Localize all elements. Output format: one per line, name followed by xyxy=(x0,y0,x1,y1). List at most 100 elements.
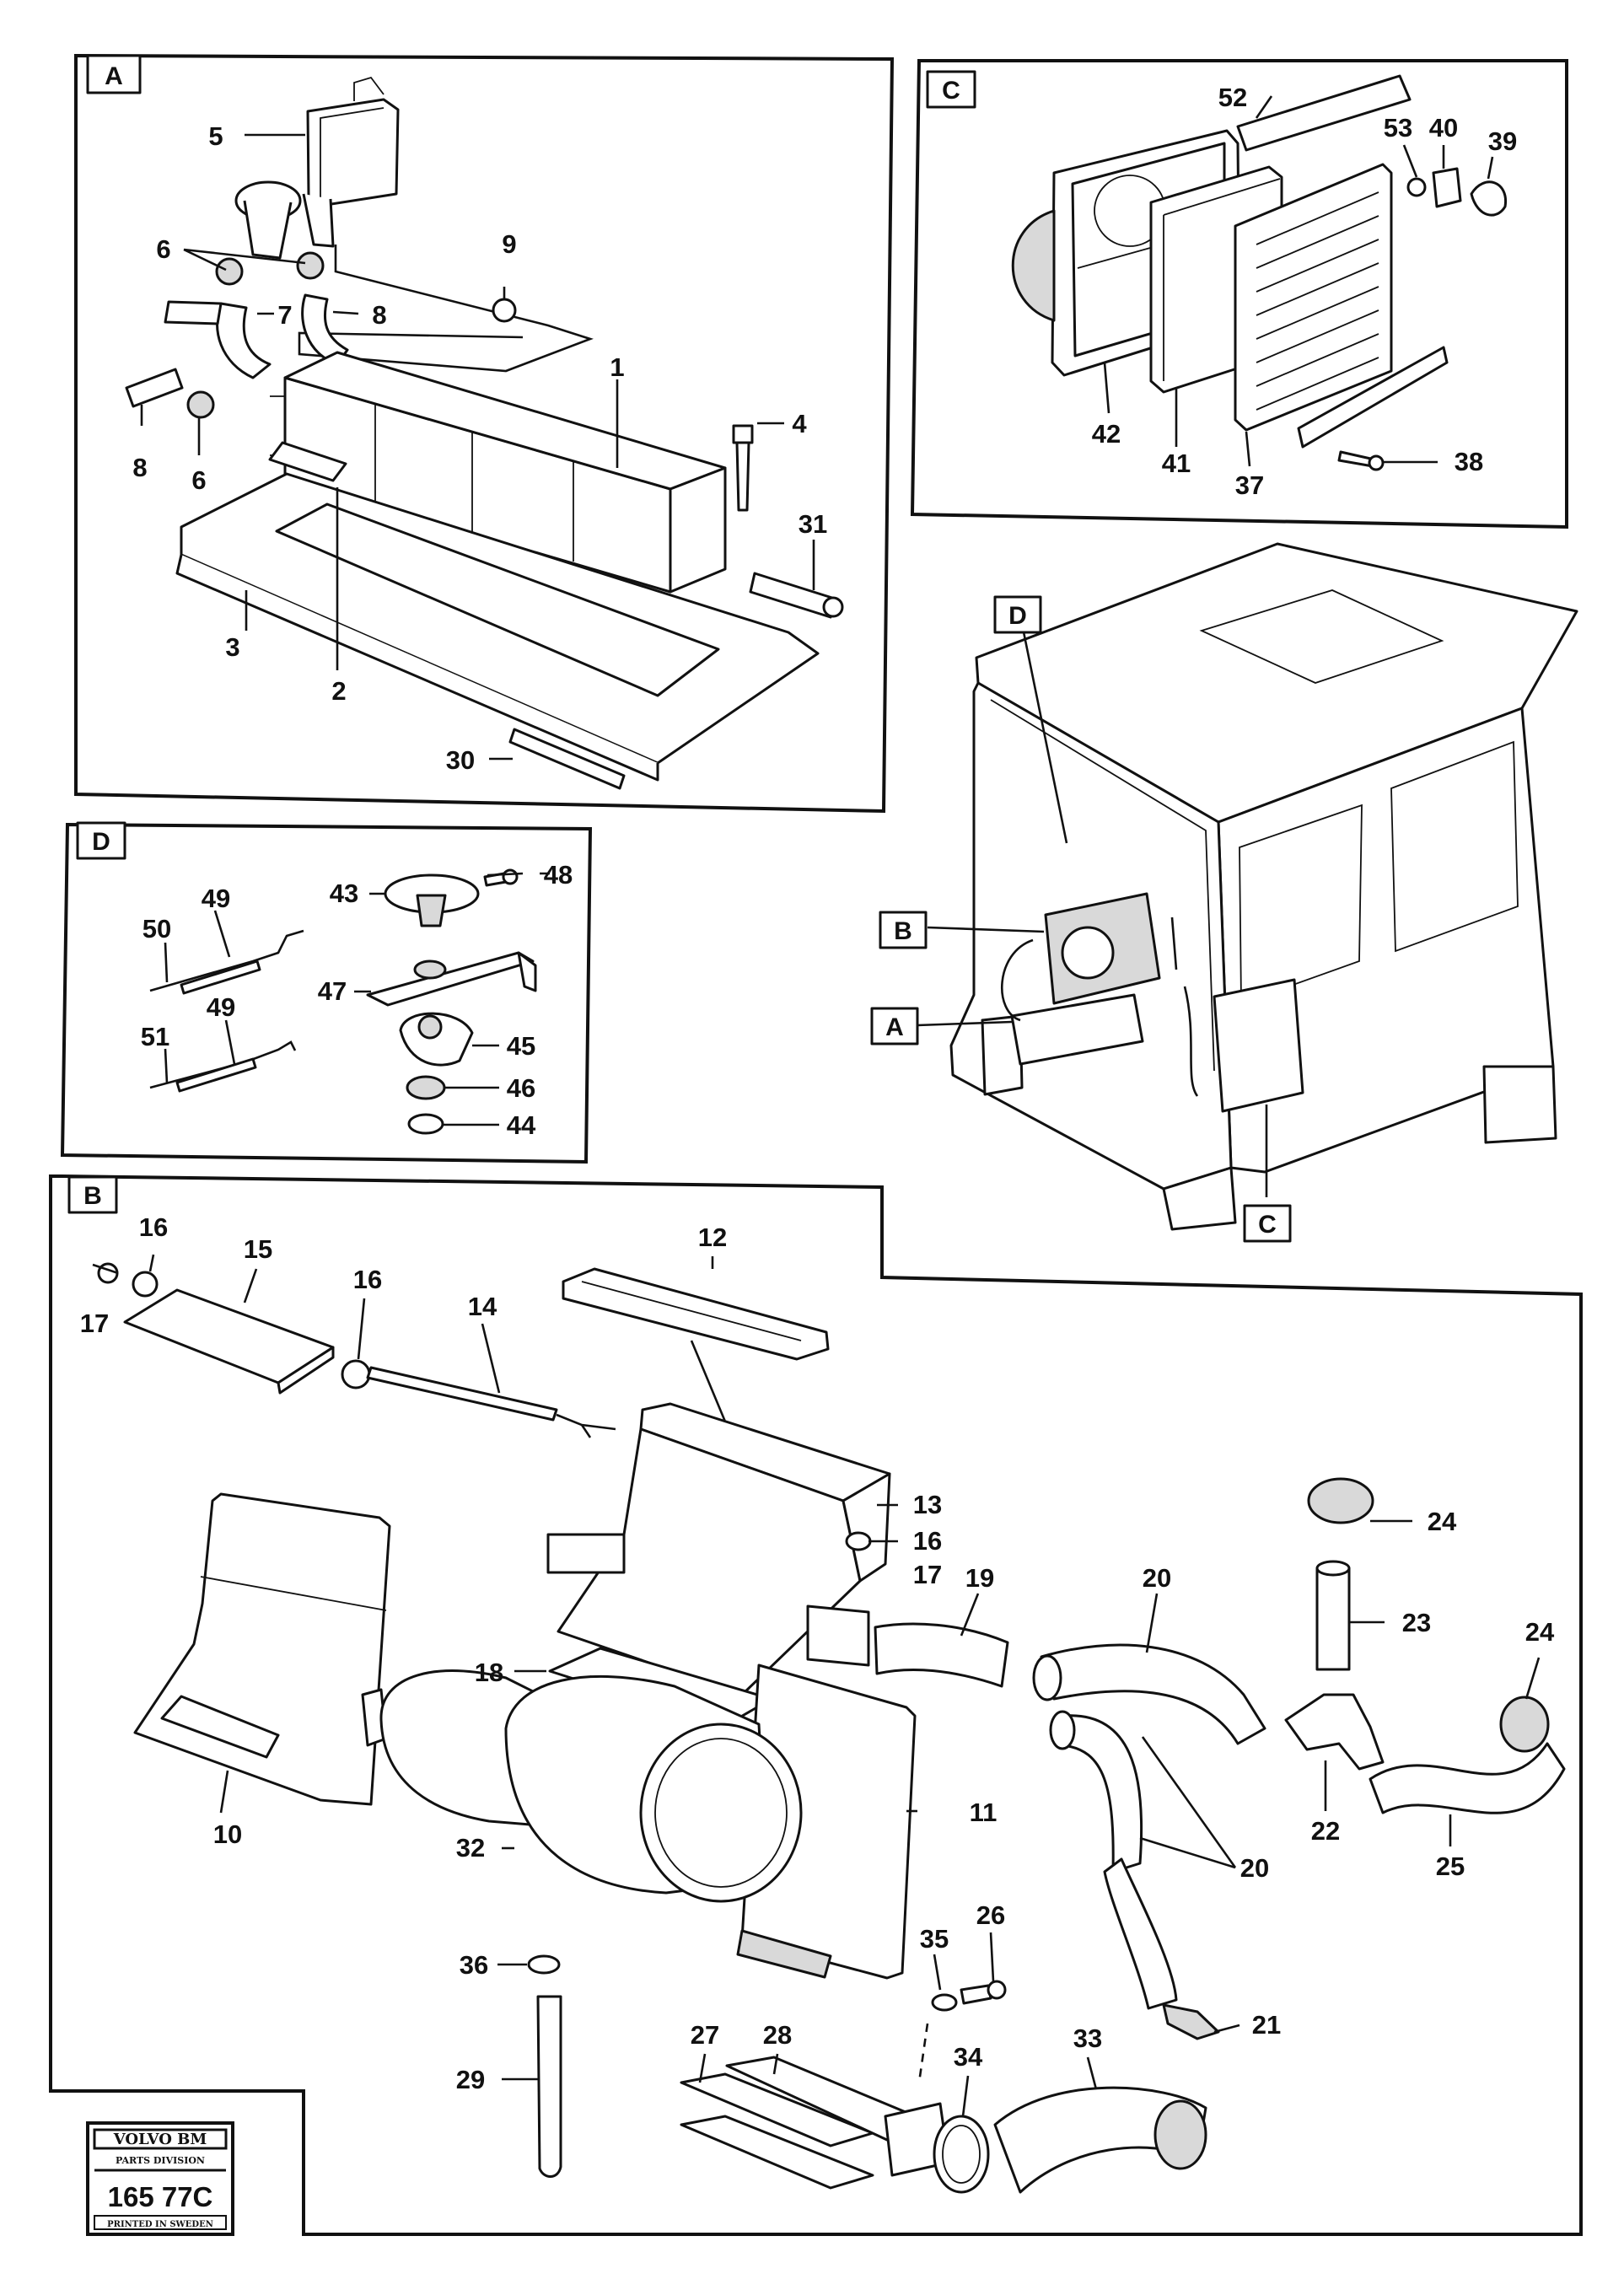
panel-c-tag: C xyxy=(942,77,960,105)
pipe-52 xyxy=(1236,74,1412,152)
callout-26: 26 xyxy=(976,1900,1005,1930)
pipe-31 xyxy=(749,572,836,619)
trim-strip xyxy=(1297,346,1449,449)
callout-52: 52 xyxy=(1218,83,1247,112)
cab-leg-right xyxy=(1162,1166,1237,1231)
hose-25 xyxy=(1369,1742,1566,1814)
callout-11: 11 xyxy=(970,1798,998,1827)
callout-3: 3 xyxy=(225,632,239,662)
panel-c-tag-box xyxy=(926,70,976,109)
callout-17-left: 17 xyxy=(80,1309,109,1338)
callout-14: 14 xyxy=(468,1292,497,1321)
panel-b-tag: B xyxy=(83,1182,102,1210)
callout-34: 34 xyxy=(954,2042,983,2072)
logo-brand: VOLVO BM xyxy=(113,2131,207,2148)
hose-clamp-6c xyxy=(186,390,215,419)
bushing-16-left xyxy=(132,1271,159,1298)
callout-24-top: 24 xyxy=(1428,1507,1457,1536)
water-valve xyxy=(234,76,400,260)
callout-2: 2 xyxy=(331,676,346,706)
hose-stub xyxy=(164,300,223,325)
callout-13: 13 xyxy=(913,1490,942,1519)
callout-10: 10 xyxy=(213,1819,242,1849)
cab-tag-b: B xyxy=(894,917,912,945)
callout-20-bottom: 20 xyxy=(1240,1853,1269,1883)
callout-46: 46 xyxy=(507,1073,535,1103)
logo-code: 165 77C xyxy=(108,2181,213,2212)
callout-38: 38 xyxy=(1455,447,1483,476)
drain-valve-21 xyxy=(1162,2003,1220,2040)
callout-27: 27 xyxy=(691,2020,719,2050)
callout-25: 25 xyxy=(1436,1852,1465,1881)
callout-21: 21 xyxy=(1252,2010,1281,2040)
volvo-bm-logo: VOLVO BM PARTS DIVISION 165 77C PRINTED … xyxy=(86,2121,234,2236)
logo-printed: PRINTED IN SWEDEN xyxy=(107,2220,213,2229)
side-panel-10 xyxy=(133,1492,391,1806)
grommet-24-right xyxy=(1499,1696,1550,1753)
callout-6-bottom: 6 xyxy=(191,465,206,495)
callout-12: 12 xyxy=(698,1223,727,1252)
tee-22 xyxy=(1284,1693,1385,1771)
nipple-16-17 xyxy=(845,1531,872,1551)
cab-tag-d: D xyxy=(1008,602,1027,630)
panel-c: C xyxy=(910,59,1568,529)
bracket-47 xyxy=(366,951,535,1007)
washer-35 xyxy=(931,1993,958,2012)
panel-b: B xyxy=(49,1174,1583,2236)
pipe-23 xyxy=(1315,1567,1351,1671)
callout-35: 35 xyxy=(920,1924,949,1954)
washer-44 xyxy=(407,1113,444,1135)
callout-16-left: 16 xyxy=(139,1212,168,1242)
clip-39 xyxy=(1470,180,1507,217)
callout-31: 31 xyxy=(799,509,827,539)
callout-22: 22 xyxy=(1311,1816,1340,1846)
heater-pipe-loop xyxy=(298,245,594,373)
nut-53 xyxy=(1406,177,1427,197)
bushing-16-mid xyxy=(341,1359,371,1389)
callout-16-mid: 16 xyxy=(353,1265,382,1294)
hose-clamp-6b xyxy=(296,251,325,280)
callout-19: 19 xyxy=(965,1563,994,1593)
callout-7: 8 xyxy=(132,453,147,482)
cover-12 xyxy=(562,1267,830,1361)
grille-37 xyxy=(1234,163,1393,432)
callout-20-top: 20 xyxy=(1143,1563,1171,1593)
cab-leg-front xyxy=(1482,1065,1557,1144)
shaft-14 xyxy=(366,1366,558,1422)
callout-29: 29 xyxy=(456,2065,485,2094)
callout-50: 50 xyxy=(143,914,171,943)
callout-33: 33 xyxy=(1073,2024,1102,2053)
callout-47: 47 xyxy=(318,976,347,1006)
drain-hose-29 xyxy=(536,1995,562,2178)
callout-18: 18 xyxy=(475,1658,503,1687)
hose-8-left xyxy=(216,302,272,379)
hose-20-lower xyxy=(1061,1714,1143,1873)
callout-53: 53 xyxy=(1384,113,1412,142)
cap-24-top xyxy=(1307,1477,1374,1524)
panel-b-frame xyxy=(49,1174,1583,2236)
callout-51: 51 xyxy=(141,1022,169,1051)
callout-37: 37 xyxy=(1235,470,1264,500)
panel-a-tag-box xyxy=(86,54,142,94)
callout-41: 41 xyxy=(1162,449,1191,478)
blower-motor-32 xyxy=(361,1669,832,1979)
callout-6-top: 6 xyxy=(156,234,170,264)
callout-49-top: 49 xyxy=(202,884,230,913)
cab-tag-c-box xyxy=(1243,1204,1292,1243)
washer-36 xyxy=(527,1954,561,1975)
cab-tag-b-box xyxy=(879,911,928,949)
callout-28: 28 xyxy=(763,2020,792,2050)
callout-17-right: 17 xyxy=(913,1560,942,1589)
callout-44: 44 xyxy=(507,1110,536,1140)
callout-8-left: 7 xyxy=(277,300,292,330)
callout-45: 45 xyxy=(507,1031,535,1061)
cab-tag-a: A xyxy=(885,1013,904,1041)
hose-19 xyxy=(874,1622,1009,1688)
bolt-26 xyxy=(960,1984,992,2005)
cab-leg-left xyxy=(981,1014,1024,1096)
bolt-4 xyxy=(732,424,754,512)
callout-30: 30 xyxy=(446,745,475,775)
heater-core xyxy=(270,351,727,594)
air-housing-13 xyxy=(546,1402,891,1696)
callout-5: 5 xyxy=(208,121,223,151)
